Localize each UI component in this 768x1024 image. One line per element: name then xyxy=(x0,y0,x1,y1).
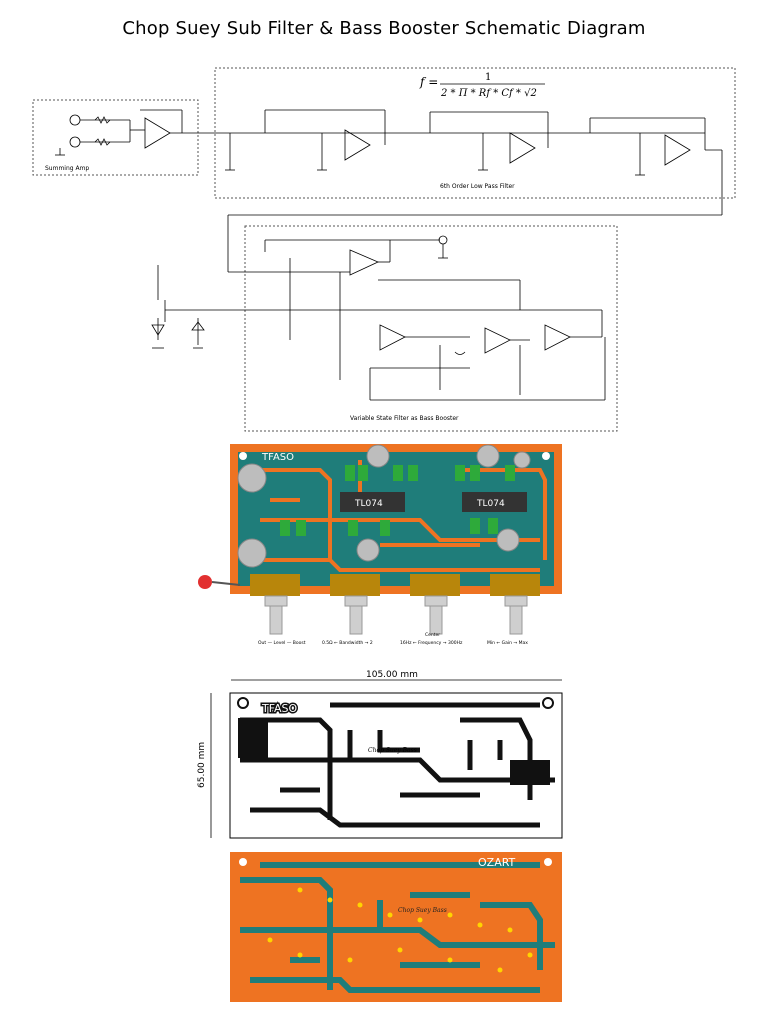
knob-labels: Out — Level — Boost 0.5Ω ← Bandwidth → 2… xyxy=(258,632,528,646)
ic-right-label: TL074 xyxy=(476,499,505,509)
svg-text:Chop Suey Bass: Chop Suey Bass xyxy=(368,747,417,754)
ic-left xyxy=(340,492,405,512)
pcb-brand-top: TFASO xyxy=(261,452,294,463)
svg-text:f =: f = xyxy=(419,75,438,89)
pcb-copper-layout: OZART Chop Suey Bass xyxy=(230,852,562,1002)
transistor-led-section xyxy=(151,265,205,349)
svg-text:Min ← Gain → Max: Min ← Gain → Max xyxy=(487,640,528,646)
svg-text:Center: Center xyxy=(425,632,440,638)
svg-text:Chop Suey Bass: Chop Suey Bass xyxy=(398,907,447,914)
svg-text:16Hz ← Frequency → 300Hz: 16Hz ← Frequency → 300Hz xyxy=(400,640,463,646)
summing-amp-box xyxy=(32,99,199,176)
state-filter-label: Variable State Filter as Bass Booster xyxy=(350,415,459,422)
svg-text:Out — Level — Boost: Out — Level — Boost xyxy=(258,640,306,646)
width-dimension: 105.00 mm xyxy=(366,670,418,680)
summing-amp-label: Summing Amp xyxy=(45,165,89,172)
height-dimension: 65.00 mm xyxy=(197,742,207,788)
ic-left-label: TL074 xyxy=(354,499,383,509)
pcb-trace-layout: TFASO Chop Suey Bass xyxy=(229,692,563,839)
ic-right xyxy=(462,492,527,512)
state-filter-circuit xyxy=(195,235,606,401)
cutoff-formula: f = 1 2 * Π * Rf * Cf * √2 xyxy=(419,72,545,99)
svg-text:0.5Ω ← Bandwidth → 2: 0.5Ω ← Bandwidth → 2 xyxy=(322,640,373,646)
summing-amp-inputs xyxy=(55,109,200,156)
svg-text:TFASO: TFASO xyxy=(261,702,298,715)
svg-text:1: 1 xyxy=(485,72,491,83)
svg-text:2 * Π * Rf * Cf * √2: 2 * Π * Rf * Cf * √2 xyxy=(440,88,537,99)
page-title: Chop Suey Sub Filter & Bass Booster Sche… xyxy=(122,18,646,39)
low-pass-box xyxy=(214,67,736,199)
led-icon xyxy=(198,575,212,589)
pcb-brand-bottom: OZART xyxy=(478,856,516,869)
low-pass-stages xyxy=(200,109,723,272)
low-pass-label: 6th Order Low Pass Filter xyxy=(440,183,515,190)
assembled-pcb: TFASO TL074 TL074 xyxy=(198,444,562,594)
state-filter-box xyxy=(244,225,618,432)
potentiometers xyxy=(250,574,540,635)
